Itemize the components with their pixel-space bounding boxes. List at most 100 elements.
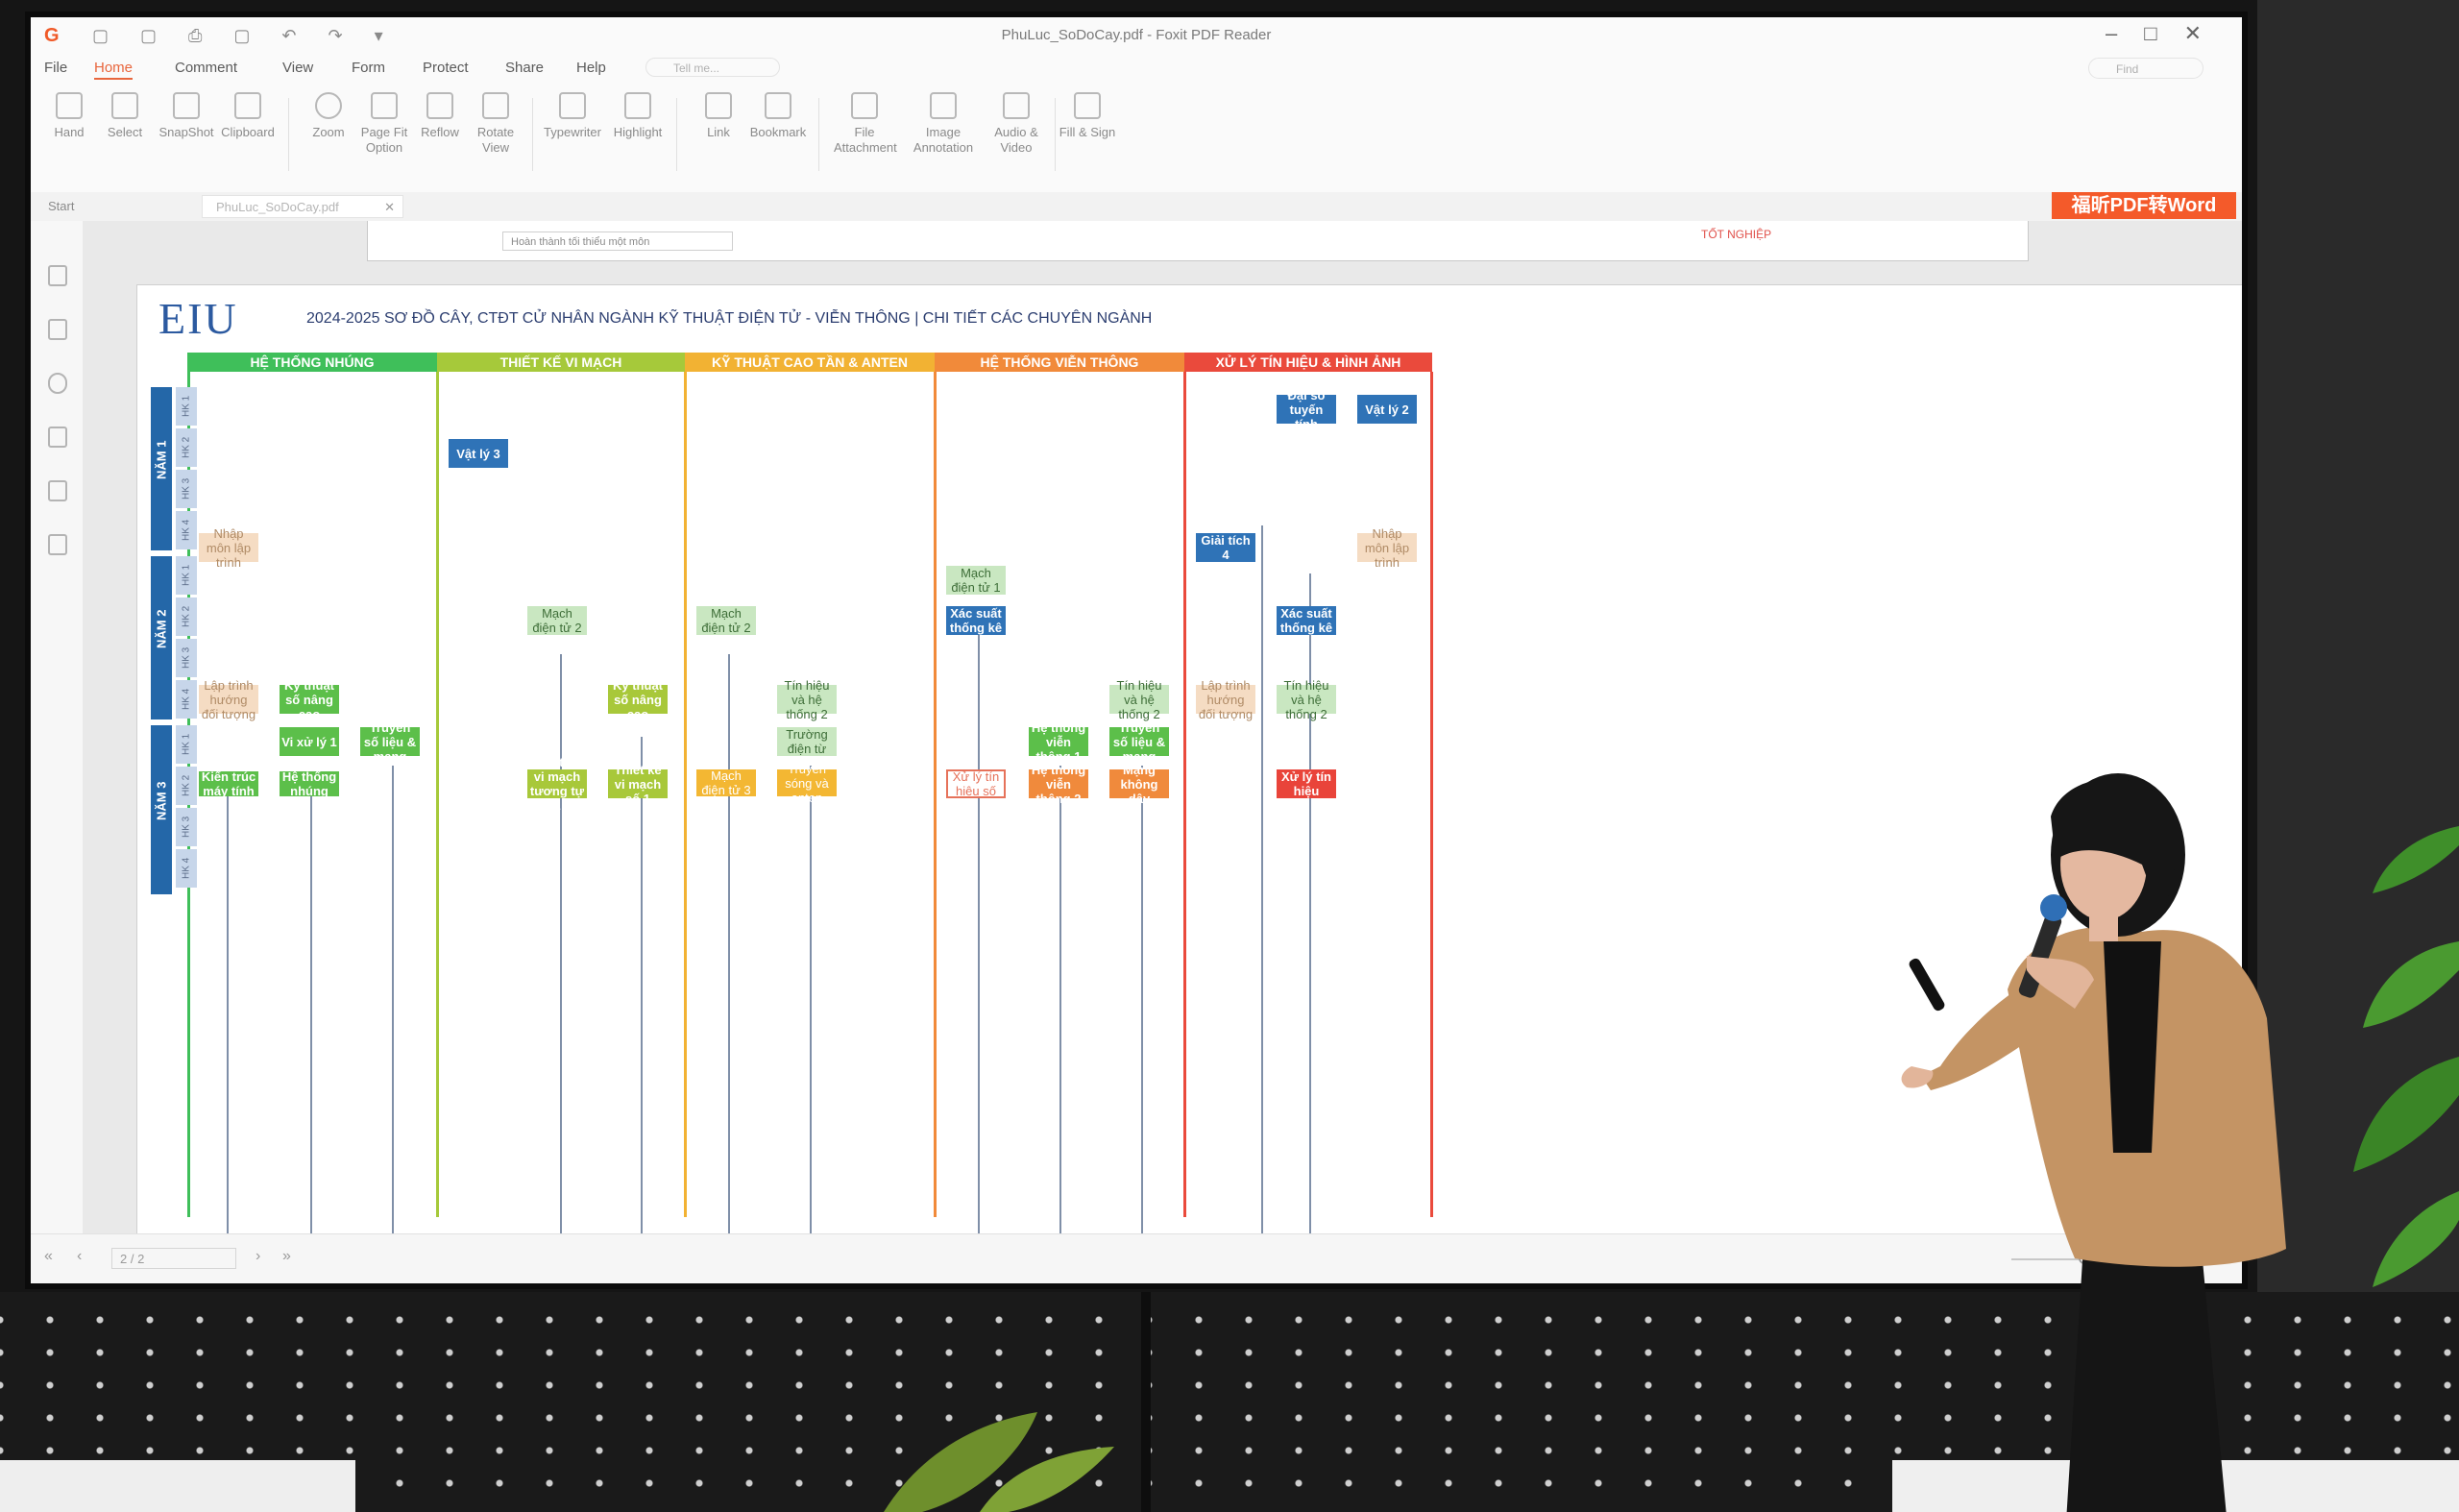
- course-box[interactable]: Thiết kế vi mạch số 1: [608, 763, 668, 806]
- menu-form[interactable]: Form: [352, 60, 385, 76]
- menu-share[interactable]: Share: [505, 60, 545, 76]
- bookmark-panel-icon[interactable]: [48, 265, 67, 286]
- select-button[interactable]: Select: [94, 92, 156, 140]
- course-box[interactable]: Tín hiệu và hệ thống 2: [777, 678, 837, 721]
- year-label: NĂM 1: [151, 387, 172, 550]
- first-page-icon[interactable]: «: [44, 1248, 53, 1264]
- quick-access-toolbar[interactable]: ▢ ▢ ⎙ ▢ ↶ ↷ ▾: [92, 26, 397, 45]
- typewriter-icon: [559, 92, 586, 119]
- menu-help[interactable]: Help: [576, 60, 606, 76]
- eiu-logo: EIU: [158, 294, 238, 343]
- reflow-button[interactable]: Reflow: [409, 92, 471, 140]
- menu-view[interactable]: View: [282, 60, 314, 76]
- connector-line: [1141, 766, 1143, 1233]
- course-box[interactable]: Mạng không dây: [1109, 763, 1169, 806]
- course-box[interactable]: Thiết kế vi mạch tương tự 1: [527, 755, 587, 813]
- course-box[interactable]: Vật lý 3: [449, 439, 508, 468]
- course-box[interactable]: Xác suất thống kê: [1277, 606, 1336, 635]
- find-input[interactable]: Find: [2088, 58, 2203, 79]
- course-box[interactable]: Truyền sóng và anten: [777, 762, 837, 805]
- course-box[interactable]: Xác suất thống kê: [946, 606, 1006, 635]
- fill-sign-icon: [1074, 92, 1101, 119]
- next-page-icon[interactable]: ›: [256, 1248, 261, 1264]
- zoom-button[interactable]: Zoom: [298, 92, 359, 140]
- connector-line: [641, 737, 643, 1233]
- course-box[interactable]: Kiến trúc máy tính: [199, 769, 258, 798]
- close-icon[interactable]: ✕: [384, 200, 395, 214]
- clipboard-button[interactable]: Clipboard: [217, 92, 279, 140]
- course-box[interactable]: Hệ thống nhúng: [280, 769, 339, 798]
- highlight-icon: [624, 92, 651, 119]
- highlight-button[interactable]: Highlight: [607, 92, 669, 140]
- app-logo-icon[interactable]: G: [44, 25, 60, 46]
- prev-page-icon[interactable]: ‹: [77, 1248, 83, 1264]
- course-box[interactable]: Trường điện từ: [777, 727, 837, 756]
- course-box[interactable]: Hệ thống viễn thông 2: [1029, 763, 1088, 806]
- window-controls[interactable]: –□✕: [2106, 21, 2228, 46]
- rotate-view-button[interactable]: Rotate View: [465, 92, 526, 156]
- semester-label: HK 4: [176, 511, 197, 549]
- course-box[interactable]: Tín hiệu và hệ thống 2: [1277, 678, 1336, 721]
- security-panel-icon[interactable]: [48, 480, 67, 501]
- tab-document[interactable]: PhuLuc_SoDoCay.pdf ✕: [202, 195, 403, 218]
- audio-video-button[interactable]: Audio & Video: [986, 92, 1047, 156]
- signature-panel-icon[interactable]: [48, 534, 67, 555]
- course-box[interactable]: Nhập môn lập trình: [1357, 526, 1417, 570]
- menu-comment[interactable]: Comment: [175, 60, 238, 76]
- connector-line: [978, 631, 980, 1233]
- course-box[interactable]: Xử lý tín hiệu số: [946, 769, 1006, 798]
- course-box[interactable]: Truyền số liệu & mạng: [1109, 720, 1169, 764]
- course-box[interactable]: Mạch điện tử 3: [696, 768, 756, 797]
- document-viewport[interactable]: Hoàn thành tối thiểu một môn TỐT NGHIỆP …: [83, 221, 2242, 1233]
- course-box[interactable]: Hệ thống viễn thông 1: [1029, 720, 1088, 764]
- maximize-button[interactable]: □: [2144, 21, 2184, 45]
- course-box[interactable]: Giải tích 4: [1196, 533, 1255, 562]
- page-fit-button[interactable]: Page Fit Option: [353, 92, 415, 156]
- semester-label: HK 4: [176, 680, 197, 719]
- image-annotation-button[interactable]: Image Annotation: [913, 92, 974, 156]
- typewriter-button[interactable]: Typewriter: [542, 92, 603, 140]
- tell-me-input[interactable]: Tell me...: [645, 58, 780, 77]
- tab-document-label: PhuLuc_SoDoCay.pdf: [216, 200, 339, 214]
- fill-sign-button[interactable]: Fill & Sign: [1057, 92, 1118, 140]
- course-box[interactable]: Vi xử lý 1: [280, 727, 339, 756]
- course-box[interactable]: Truyền số liệu & mạng: [360, 720, 420, 764]
- course-box[interactable]: Mạch điện tử 1: [946, 566, 1006, 595]
- course-box[interactable]: Kỹ thuật số nâng cao: [608, 678, 668, 721]
- minimize-button[interactable]: –: [2106, 21, 2145, 45]
- menu-protect[interactable]: Protect: [423, 60, 469, 76]
- course-box[interactable]: Nhập môn lập trình: [199, 526, 258, 570]
- course-box[interactable]: Kỹ thuật số nâng cao: [280, 678, 339, 721]
- course-box[interactable]: Mạch điện tử 2: [527, 606, 587, 635]
- link-button[interactable]: Link: [688, 92, 749, 140]
- tab-start[interactable]: Start: [48, 199, 75, 213]
- connector-line: [227, 785, 229, 1233]
- last-page-icon[interactable]: »: [282, 1248, 291, 1264]
- ribbon-separator: [288, 98, 289, 171]
- course-box[interactable]: Lập trình hướng đối tượng: [199, 678, 258, 721]
- plant-leaves: [2353, 826, 2459, 1287]
- select-icon: [111, 92, 138, 119]
- course-box[interactable]: Tín hiệu và hệ thống 2: [1109, 678, 1169, 721]
- pages-panel-icon[interactable]: [48, 319, 67, 340]
- status-bar: « ‹ 2 / 2 › »: [31, 1233, 2242, 1283]
- column-header-signal-image: XỬ LÝ TÍN HIỆU & HÌNH ẢNH: [1184, 353, 1432, 372]
- page-number-field[interactable]: 2 / 2: [111, 1248, 236, 1269]
- desk-left: [0, 1460, 355, 1512]
- course-box[interactable]: Vật lý 2: [1357, 395, 1417, 424]
- bookmark-button[interactable]: Bookmark: [747, 92, 809, 140]
- menu-home[interactable]: Home: [94, 60, 134, 80]
- course-box[interactable]: Lập trình hướng đối tượng: [1196, 678, 1255, 721]
- course-box[interactable]: Mạch điện tử 2: [696, 606, 756, 635]
- comments-panel-icon[interactable]: [48, 373, 67, 394]
- hand-button[interactable]: Hand: [38, 92, 100, 140]
- course-box[interactable]: Đại số tuyến tính: [1277, 388, 1336, 431]
- snapshot-button[interactable]: SnapShot: [156, 92, 217, 140]
- menu-file[interactable]: File: [44, 60, 68, 76]
- course-box[interactable]: Xử lý tín hiệu: [1277, 769, 1336, 798]
- file-attachment-button[interactable]: File Attachment: [834, 92, 897, 156]
- promo-banner[interactable]: 福昕PDF转Word: [2052, 192, 2236, 219]
- close-button[interactable]: ✕: [2183, 21, 2228, 45]
- attachments-panel-icon[interactable]: [48, 427, 67, 448]
- wall-panel: [2257, 0, 2459, 1512]
